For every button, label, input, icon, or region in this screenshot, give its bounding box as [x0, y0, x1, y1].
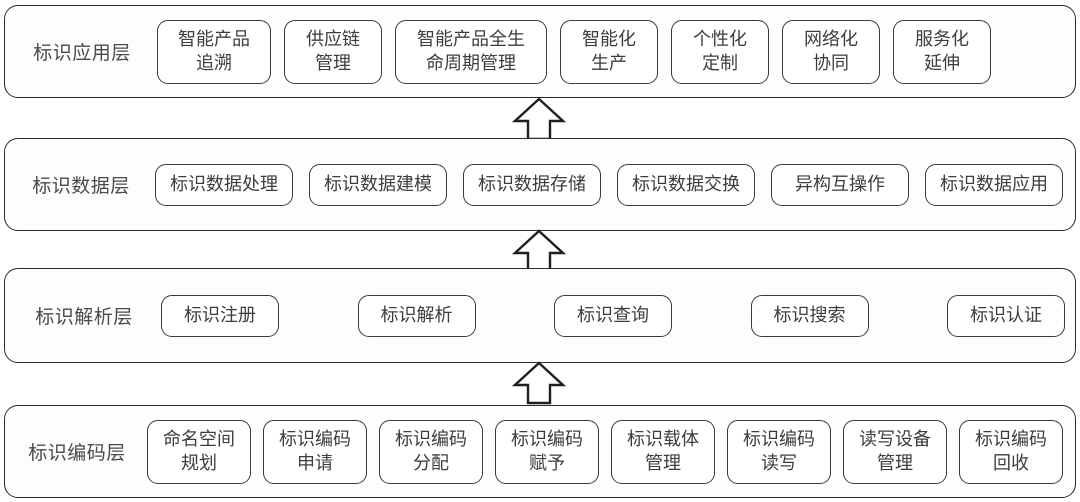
node-coding-7[interactable]: 标识编码 回收: [959, 419, 1063, 484]
layer-nodes-resolution: 标识注册 标识解析 标识查询 标识搜索 标识认证: [161, 269, 1075, 362]
node-resolution-4[interactable]: 标识认证: [947, 294, 1065, 337]
node-coding-5[interactable]: 标识编码 读写: [727, 419, 831, 484]
node-resolution-0[interactable]: 标识注册: [161, 294, 279, 337]
node-resolution-1[interactable]: 标识解析: [357, 294, 476, 337]
arrow-up-resolution-to-data: [512, 229, 566, 273]
node-coding-1[interactable]: 标识编码 申请: [263, 419, 367, 484]
node-coding-6[interactable]: 读写设备 管理: [843, 419, 947, 484]
node-data-5[interactable]: 标识数据应用: [925, 163, 1063, 206]
layer-title-application: 标识应用层: [33, 43, 131, 64]
layer-application: 标识应用层 智能产品 追溯 供应链 管理 智能产品全生 命周期管理 智能化 生产…: [4, 5, 1076, 98]
node-application-0[interactable]: 智能产品 追溯: [157, 19, 271, 84]
layer-data: 标识数据层 标识数据处理 标识数据建模 标识数据存储 标识数据交换 异构互操作 …: [4, 138, 1076, 231]
node-data-0[interactable]: 标识数据处理: [155, 163, 293, 206]
node-coding-0[interactable]: 命名空间 规划: [147, 419, 251, 484]
node-data-2[interactable]: 标识数据存储: [463, 163, 601, 206]
node-application-4[interactable]: 个性化 定制: [671, 19, 769, 84]
node-application-6[interactable]: 服务化 延伸: [893, 19, 991, 84]
node-data-3[interactable]: 标识数据交换: [617, 163, 755, 206]
node-application-3[interactable]: 智能化 生产: [560, 19, 658, 84]
node-data-4[interactable]: 异构互操作: [771, 163, 909, 206]
node-coding-2[interactable]: 标识编码 分配: [379, 419, 483, 484]
layer-coding: 标识编码层 命名空间 规划 标识编码 申请 标识编码 分配 标识编码 赋予 标识…: [4, 405, 1076, 498]
layer-nodes-coding: 命名空间 规划 标识编码 申请 标识编码 分配 标识编码 赋予 标识载体 管理 …: [147, 406, 1075, 497]
node-resolution-2[interactable]: 标识查询: [554, 294, 672, 337]
layer-title-data: 标识数据层: [32, 176, 130, 197]
node-application-1[interactable]: 供应链 管理: [284, 19, 382, 84]
node-application-2[interactable]: 智能产品全生 命周期管理: [395, 19, 547, 84]
node-resolution-3[interactable]: 标识搜索: [750, 294, 869, 337]
arrow-up-data-to-application: [512, 97, 566, 141]
arrow-up-coding-to-resolution: [512, 361, 566, 405]
layer-title-resolution: 标识解析层: [35, 307, 133, 328]
node-data-1[interactable]: 标识数据建模: [309, 163, 447, 206]
layer-title-coding: 标识编码层: [28, 443, 126, 464]
layer-nodes-data: 标识数据处理 标识数据建模 标识数据存储 标识数据交换 异构互操作 标识数据应用: [155, 139, 1075, 230]
node-application-5[interactable]: 网络化 协同: [782, 19, 880, 84]
node-coding-3[interactable]: 标识编码 赋予: [495, 419, 599, 484]
node-coding-4[interactable]: 标识载体 管理: [611, 419, 715, 484]
layer-nodes-application: 智能产品 追溯 供应链 管理 智能产品全生 命周期管理 智能化 生产 个性化 定…: [157, 6, 1075, 97]
layer-resolution: 标识解析层 标识注册 标识解析 标识查询 标识搜索 标识认证: [4, 268, 1076, 363]
